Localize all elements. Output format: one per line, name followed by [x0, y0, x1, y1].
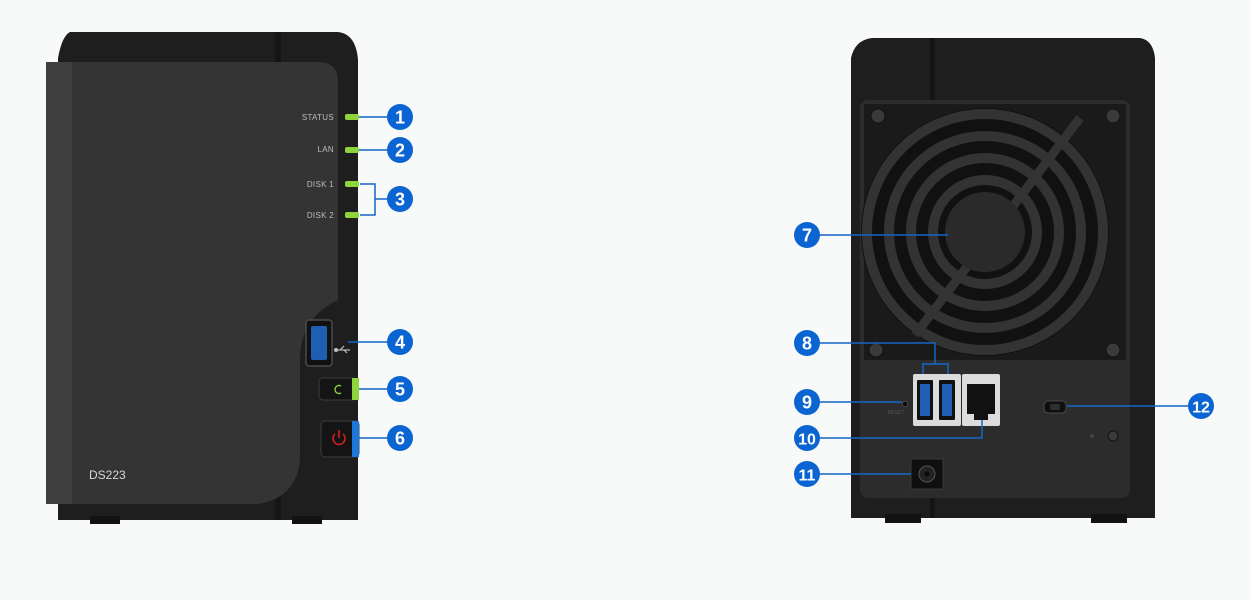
led-label-status: STATUS	[302, 113, 334, 122]
fan-screws	[868, 108, 1121, 358]
power-icon	[332, 430, 346, 446]
disk1-led	[345, 181, 359, 187]
fan-grille	[861, 104, 1126, 360]
ground-screw-icon	[1107, 430, 1119, 442]
front-door-panel	[46, 62, 338, 504]
callout-badge-7[interactable]: 7	[794, 222, 820, 248]
lan-port[interactable]	[967, 384, 995, 420]
kensington-inner	[1050, 404, 1060, 410]
callout-badge-11[interactable]: 11	[794, 461, 820, 487]
callout-number-7: 7	[802, 226, 812, 246]
front-foot-left	[90, 516, 120, 524]
led-label-disk1: DISK 1	[307, 180, 334, 189]
front-usb-insert	[311, 326, 327, 360]
dc-power-pin	[924, 471, 930, 477]
leader-8-bracket	[922, 363, 949, 374]
callout-number-1: 1	[395, 108, 405, 128]
callout-leaders	[348, 116, 1190, 475]
callout-badge-2[interactable]: 2	[387, 137, 413, 163]
reset-button[interactable]	[902, 401, 908, 407]
callout-badge-12[interactable]: 12	[1188, 393, 1214, 419]
back-foot-left	[885, 514, 921, 523]
reset-label: RESET	[888, 410, 905, 416]
lan-led	[345, 147, 359, 153]
model-label: DS223	[89, 468, 126, 482]
disk2-led	[345, 212, 359, 218]
callout-number-11: 11	[799, 468, 816, 485]
copy-button-led	[352, 378, 359, 400]
callout-number-10: 10	[798, 432, 816, 449]
usb-icon	[333, 345, 350, 354]
copy-icon	[334, 384, 342, 395]
callout-badge-9[interactable]: 9	[794, 389, 820, 415]
rear-usb-insert-2	[942, 384, 952, 416]
back-view: RESET	[851, 38, 1155, 523]
callout-badges: 1 2 3 4 5 6 7 8	[387, 104, 1214, 487]
leader-8-stem	[819, 342, 936, 364]
callout-number-12: 12	[1192, 400, 1210, 417]
led-label-lan: LAN	[318, 145, 334, 154]
callout-number-3: 3	[395, 190, 405, 210]
leader-10	[819, 420, 983, 439]
front-door-edge	[46, 62, 72, 504]
front-view: DS223 STATUS LAN DISK 1 DISK 2	[46, 32, 360, 524]
front-foot-right	[292, 516, 322, 524]
callout-number-4: 4	[395, 333, 405, 353]
callout-number-2: 2	[395, 141, 405, 161]
callout-badge-3[interactable]: 3	[387, 186, 413, 212]
callout-number-5: 5	[395, 380, 405, 400]
callout-number-9: 9	[802, 393, 812, 413]
callout-badge-1[interactable]: 1	[387, 104, 413, 130]
led-label-disk2: DISK 2	[307, 211, 334, 220]
copy-button[interactable]	[318, 377, 358, 401]
callout-badge-6[interactable]: 6	[387, 425, 413, 451]
callout-badge-10[interactable]: 10	[794, 425, 820, 451]
callout-number-8: 8	[802, 334, 812, 354]
fan-hub	[945, 192, 1025, 272]
callout-badge-8[interactable]: 8	[794, 330, 820, 356]
callout-badge-5[interactable]: 5	[387, 376, 413, 402]
ground-marker-icon	[1090, 434, 1094, 438]
power-button-led	[352, 421, 359, 457]
rear-usb-insert-1	[920, 384, 930, 416]
callout-number-6: 6	[395, 429, 405, 449]
status-led	[345, 114, 359, 120]
leader-3-bracket	[360, 183, 376, 216]
callout-badge-4[interactable]: 4	[387, 329, 413, 355]
back-foot-right	[1091, 514, 1127, 523]
